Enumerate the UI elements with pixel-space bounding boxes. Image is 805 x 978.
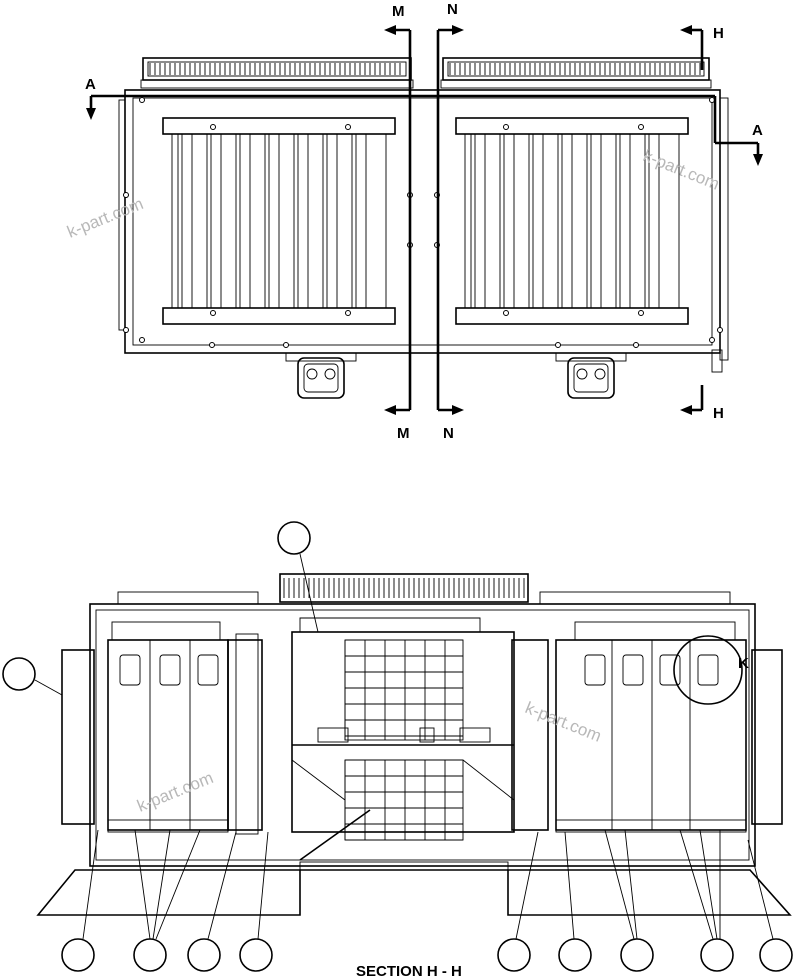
callout-balloon — [61, 938, 95, 972]
label-n-top: N — [447, 1, 458, 18]
section-line-m — [384, 25, 412, 415]
callouts — [2, 521, 793, 972]
watermark: k-part.com — [641, 146, 723, 194]
callout-balloon — [239, 938, 273, 972]
section-view: K — [2, 521, 793, 978]
label-a-left: A — [85, 76, 96, 93]
label-h-bottom: H — [713, 405, 724, 422]
label-h-top: H — [713, 25, 724, 42]
section-caption: SECTION H - H — [356, 963, 462, 978]
section-line-h — [680, 25, 704, 415]
callout-balloon — [187, 938, 221, 972]
section-housing — [89, 603, 756, 867]
section-line-n — [436, 25, 464, 415]
section-top-grill — [279, 573, 529, 603]
watermark: k-part.com — [64, 194, 146, 242]
terminal-box-left — [285, 352, 357, 399]
callout-balloon — [759, 938, 793, 972]
callout-balloon — [2, 657, 36, 691]
top-view: M N H A A M N H — [85, 1, 763, 442]
label-k: K — [738, 655, 749, 672]
label-n-bottom: N — [443, 425, 454, 442]
callout-balloon — [620, 938, 654, 972]
callout-balloon — [497, 938, 531, 972]
callout-balloon — [133, 938, 167, 972]
callout-balloon — [277, 521, 311, 555]
fan-frame-left — [162, 117, 396, 325]
callout-balloon — [558, 938, 592, 972]
side-radiator-right — [751, 649, 783, 825]
label-a-right: A — [752, 122, 763, 139]
section-line-a — [86, 94, 763, 166]
base-right — [507, 869, 792, 916]
watermark: k-part.com — [134, 768, 216, 816]
watermark: k-part.com — [523, 698, 605, 746]
side-radiator-left — [61, 649, 95, 825]
callout-balloon — [700, 938, 734, 972]
left-module-bank — [107, 621, 263, 835]
detail-circle-k — [673, 635, 743, 705]
right-module-bank — [511, 621, 747, 833]
central-duct — [291, 617, 515, 861]
top-grill-left — [140, 57, 414, 89]
label-m-top: M — [392, 3, 405, 20]
terminal-box-right — [555, 352, 627, 399]
label-m-bottom: M — [397, 425, 410, 442]
top-grill-right — [440, 57, 712, 89]
fan-frame-right — [455, 117, 689, 325]
